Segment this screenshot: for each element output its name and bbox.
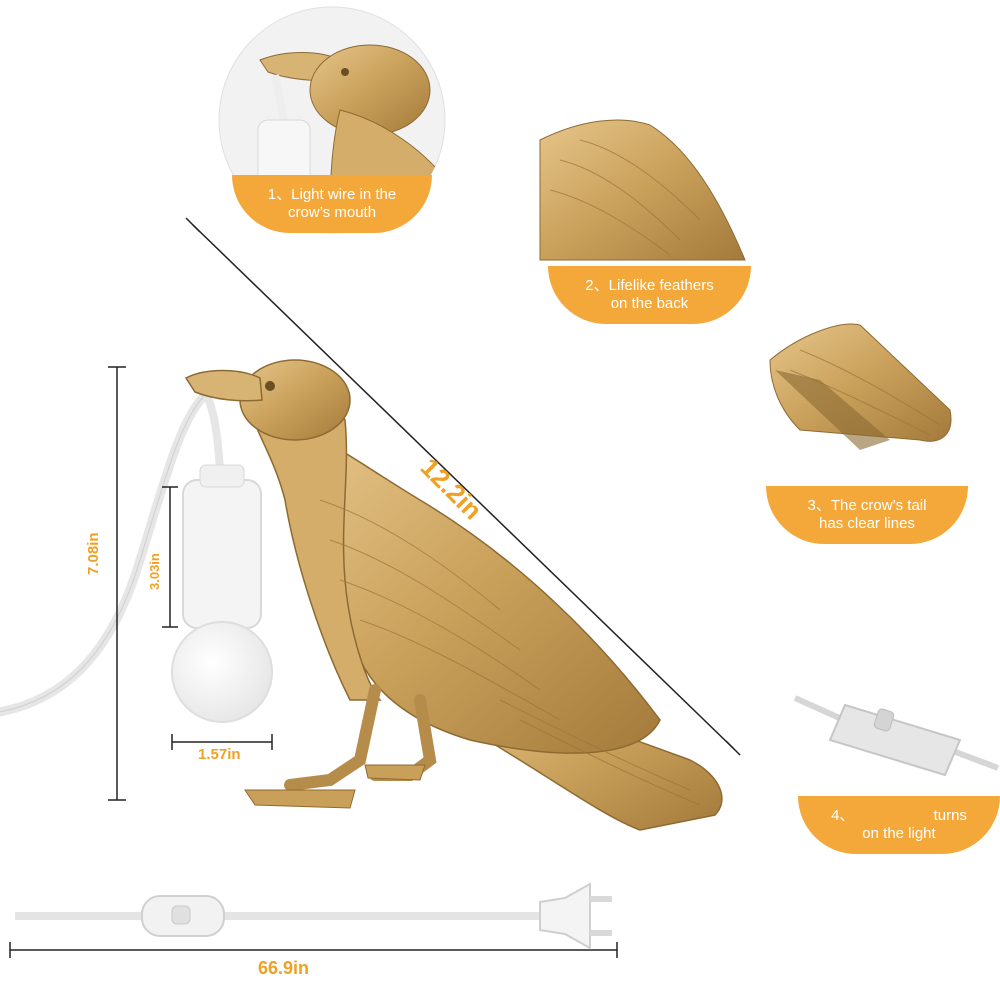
callout-tail-line2: has clear lines <box>819 515 915 532</box>
bulb-socket <box>182 479 262 629</box>
light-bulb <box>171 621 273 723</box>
callout-switch: 4、 turns on the light <box>798 796 1000 854</box>
callout-back-feathers-line1: 2、Lifelike feathers <box>585 277 714 294</box>
detail-back-feathers <box>539 119 746 261</box>
callout-back-feathers-line2: on the back <box>610 295 689 312</box>
callout-back-feathers: 2、Lifelike feathers on the back <box>548 266 751 324</box>
cord-length-label: 66.9in <box>258 958 310 978</box>
callout-light-wire: 1、Light wire in the crow’s mouth <box>232 175 432 233</box>
dimension-lines <box>9 217 741 958</box>
crow-figure <box>184 359 723 831</box>
callout-tail: 3、The crow’s tail has clear lines <box>766 486 968 544</box>
cord-assembly <box>15 882 612 950</box>
bulb-height-label: 3.03in <box>147 553 162 590</box>
detail-switch <box>793 695 1000 777</box>
total-height-label: 7.08in <box>85 532 102 575</box>
callout-switch-line1: 4、 turns <box>831 807 967 824</box>
callout-switch-line2: on the light <box>862 825 936 842</box>
plug <box>539 882 591 950</box>
callout-tail-line1: 3、The crow’s tail <box>807 497 927 514</box>
detail-tail <box>769 323 952 450</box>
callout-light-wire-line1: 1、Light wire in the <box>267 186 397 203</box>
callout-light-wire-line2: crow’s mouth <box>287 204 377 221</box>
bulb-width-label: 1.57in <box>198 746 241 763</box>
